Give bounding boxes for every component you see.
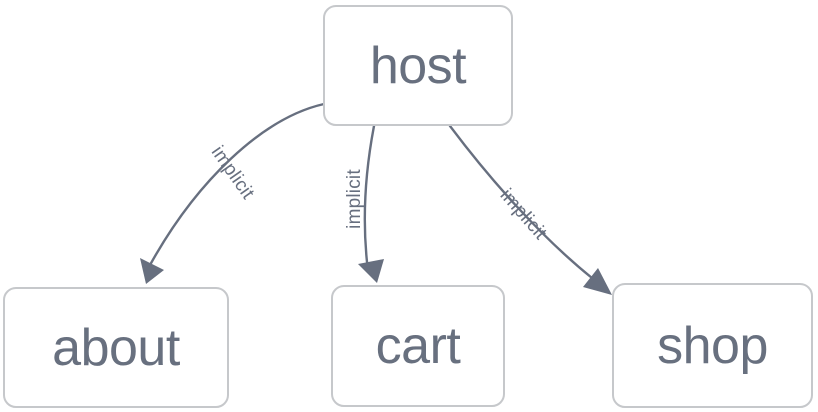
edge-host-about-path — [148, 102, 326, 267]
node-about-label: about — [52, 318, 180, 377]
edge-host-shop-path — [448, 124, 594, 280]
node-cart[interactable]: cart — [331, 285, 505, 407]
edge-host-about[interactable]: implicit — [140, 102, 326, 284]
edge-host-cart[interactable]: implicit — [344, 124, 384, 283]
node-shop-label: shop — [657, 316, 768, 375]
edge-host-cart-label: implicit — [344, 169, 365, 229]
node-shop[interactable]: shop — [612, 283, 813, 408]
edge-host-shop-arrowhead — [583, 268, 612, 295]
edge-host-about-label: implicit — [207, 142, 259, 203]
edge-host-cart-arrowhead — [358, 259, 384, 283]
edge-host-about-arrowhead — [140, 258, 164, 284]
edge-host-shop-label: implicit — [496, 185, 551, 244]
edge-host-cart-path — [363, 124, 376, 264]
node-cart-label: cart — [375, 317, 461, 375]
node-host-label: host — [369, 36, 467, 95]
edge-host-shop[interactable]: implicit — [448, 124, 612, 295]
node-host[interactable]: host — [323, 5, 513, 126]
node-about[interactable]: about — [3, 287, 229, 408]
